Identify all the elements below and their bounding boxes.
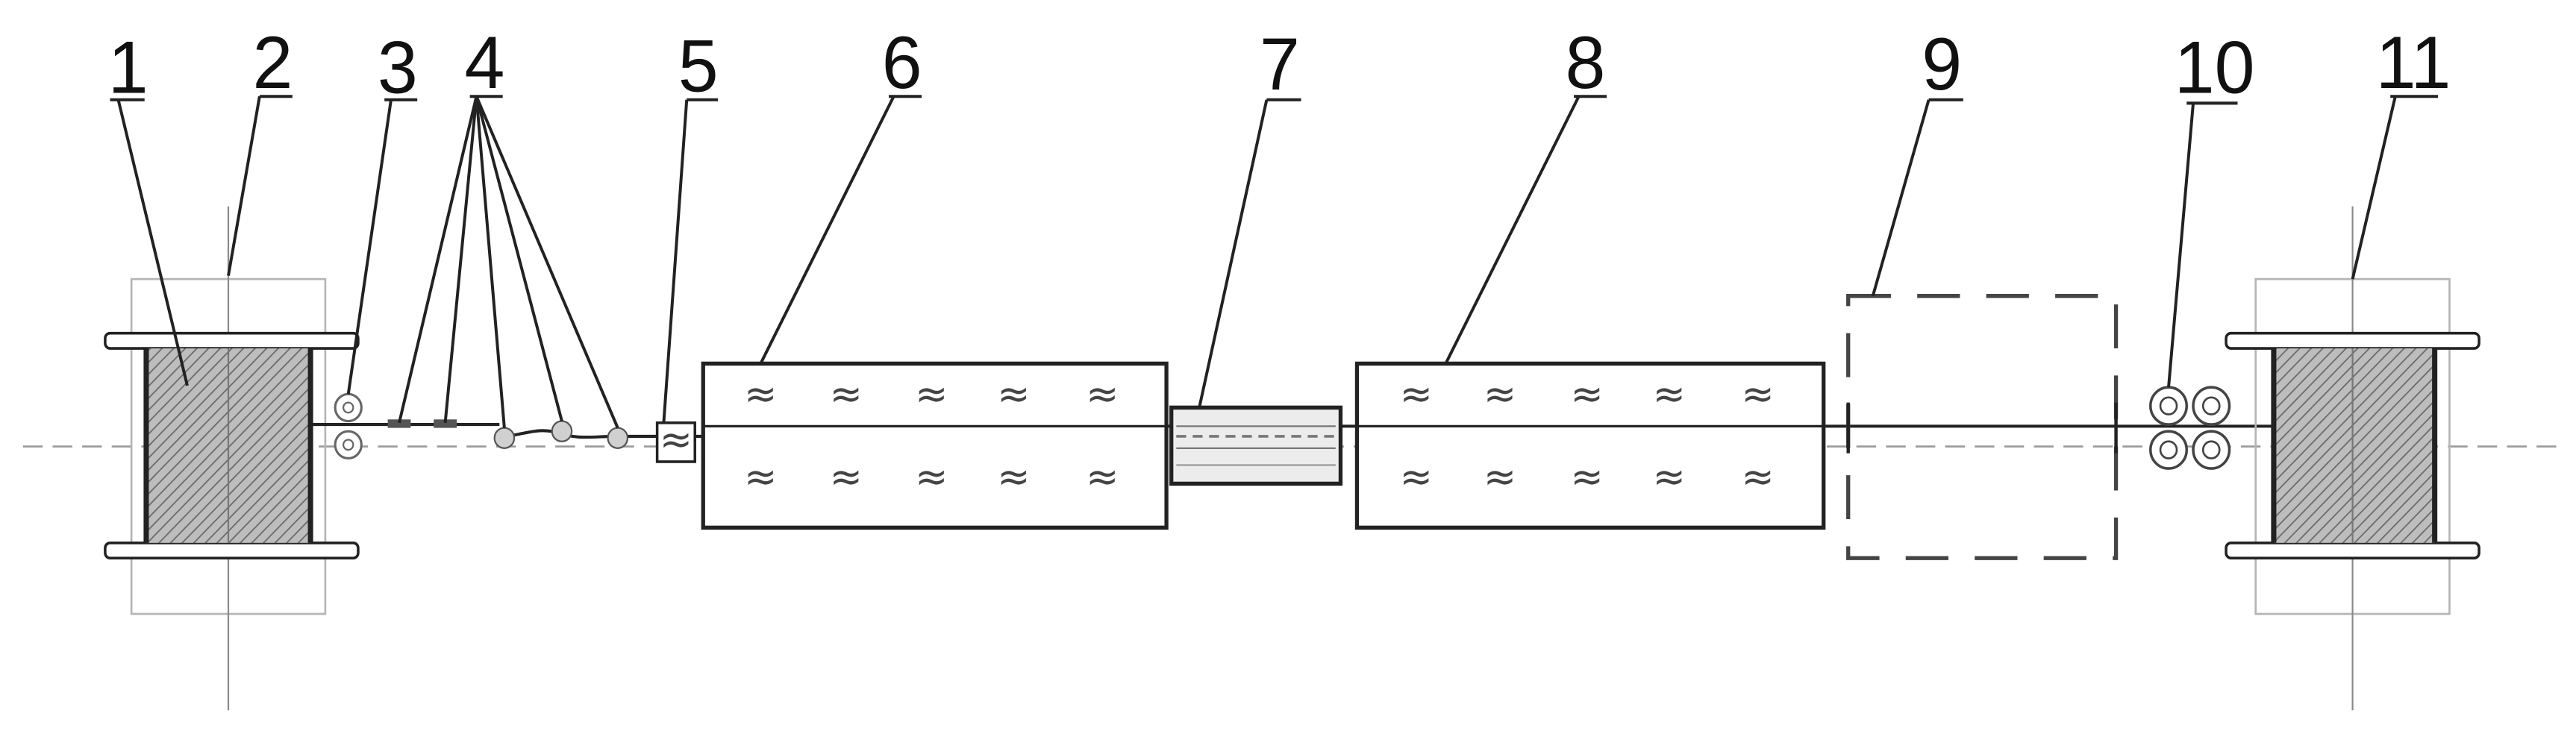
takeup-reel-top-flange	[2225, 331, 2480, 350]
furnace-1-heating-symbol: ≈	[915, 453, 948, 501]
capstan-roller-4-hub	[2201, 440, 2221, 459]
payoff-reel-top-flange	[104, 331, 360, 350]
callout-5-label: 5	[678, 24, 719, 107]
furnace-1-heating-symbol: ≈	[830, 453, 863, 501]
takeup-reel-coil	[2273, 348, 2435, 543]
callout-6-leader	[759, 95, 895, 365]
callout-8-label: 8	[1566, 21, 1606, 104]
callout-4-leader-c	[475, 96, 506, 428]
straightener-roller-3	[607, 427, 629, 449]
coating-unit-body	[1169, 405, 1343, 486]
furnace-2-heating-symbol: ≈	[1653, 453, 1686, 501]
preheater: ≈	[655, 415, 697, 463]
payoff-reel-bottom-flange	[104, 541, 360, 560]
callout-4-leader-e	[475, 95, 619, 429]
callout-10-leader	[2167, 103, 2195, 388]
callout-4-leader-a	[398, 95, 478, 424]
furnace-1-heating-symbol: ≈	[1086, 453, 1119, 501]
furnace-1-heating-symbol: ≈	[915, 370, 948, 418]
callout-2-leader	[227, 95, 261, 276]
callout-5-leader	[662, 99, 689, 423]
payoff-reel	[104, 206, 360, 711]
guide-roller-bottom-hub	[343, 439, 354, 451]
callout-4-label: 4	[465, 21, 505, 104]
furnace-2-heating-symbol: ≈	[1400, 370, 1433, 418]
capstan-roller-3	[2149, 430, 2188, 470]
straightener-pad-1	[387, 419, 411, 428]
furnace-1-heating-symbol: ≈	[744, 453, 777, 501]
callout-8-leader	[1444, 95, 1581, 365]
capstan-rollers	[2149, 386, 2231, 470]
callout-4-leader-b	[443, 96, 478, 424]
callouts: 1 2 3 4 5 6 7 8 9	[108, 21, 2451, 429]
furnace-2-heating-symbol: ≈	[1571, 370, 1604, 418]
furnace-2-heating-symbol: ≈	[1653, 370, 1686, 418]
callout-9-leader	[1871, 99, 1931, 297]
takeup-reel	[2225, 206, 2480, 711]
furnace-1-heating-symbol: ≈	[830, 370, 863, 418]
capstan-roller-2-hub	[2201, 396, 2221, 415]
callout-2-label: 2	[253, 21, 293, 104]
furnace-1: ≈ ≈ ≈ ≈ ≈ ≈ ≈ ≈ ≈ ≈	[701, 361, 1169, 530]
guide-roller-top-hub	[343, 401, 354, 414]
preheater-symbol: ≈	[660, 415, 693, 463]
takeup-reel-bottom-flange	[2225, 541, 2480, 560]
callout-1-label: 1	[108, 25, 149, 109]
callout-4-leader-d	[475, 95, 563, 422]
capstan-roller-3-hub	[2159, 440, 2178, 459]
furnace-2-heating-symbol: ≈	[1484, 370, 1516, 418]
callout-1-leader	[116, 99, 189, 386]
furnace-2-heating-symbol: ≈	[1742, 453, 1775, 501]
callout-6-label: 6	[882, 21, 922, 104]
capstan-roller-1	[2149, 386, 2188, 426]
callout-7-leader	[1198, 99, 1269, 408]
preheater-box	[655, 421, 697, 463]
optional-unit	[1846, 294, 2119, 560]
furnace-2-heating-symbol: ≈	[1742, 370, 1775, 418]
furnace-2-heating-symbols: ≈ ≈ ≈ ≈ ≈ ≈ ≈ ≈ ≈ ≈	[1400, 370, 1775, 501]
straightener-pad-2	[434, 419, 457, 428]
furnace-1-heating-symbol: ≈	[997, 370, 1030, 418]
straightener-roller-2	[551, 420, 573, 442]
callout-11-leader	[2351, 95, 2397, 280]
guide-roller-bottom	[334, 430, 363, 460]
furnace-1-heating-symbol: ≈	[744, 370, 777, 418]
furnace-1-heating-symbols: ≈ ≈ ≈ ≈ ≈ ≈ ≈ ≈ ≈ ≈	[744, 370, 1119, 501]
callout-10-label: 10	[2175, 25, 2255, 109]
furnace-2-body	[1354, 361, 1826, 530]
callout-7-label: 7	[1260, 22, 1300, 106]
furnace-2-heating-symbol: ≈	[1571, 453, 1604, 501]
callout-3-leader	[346, 99, 393, 395]
furnace-1-body	[701, 361, 1169, 530]
furnace-2-heating-symbol: ≈	[1484, 453, 1516, 501]
furnace-1-heating-symbol: ≈	[1086, 370, 1119, 418]
capstan-roller-4	[2192, 430, 2231, 470]
callout-11-label: 11	[2376, 21, 2451, 104]
callout-9-label: 9	[1922, 22, 1962, 106]
coating-unit	[1169, 405, 1343, 486]
furnace-1-heating-symbol: ≈	[997, 453, 1030, 501]
furnace-2-heating-symbol: ≈	[1400, 453, 1433, 501]
capstan-roller-2	[2192, 386, 2231, 426]
guide-roller-top	[334, 392, 363, 423]
straightener-roller-1	[493, 427, 516, 449]
furnace-2: ≈ ≈ ≈ ≈ ≈ ≈ ≈ ≈ ≈ ≈	[1354, 361, 1826, 530]
guide-rollers	[334, 392, 363, 460]
callout-3-label: 3	[378, 25, 418, 109]
capstan-roller-1-hub	[2159, 396, 2178, 415]
